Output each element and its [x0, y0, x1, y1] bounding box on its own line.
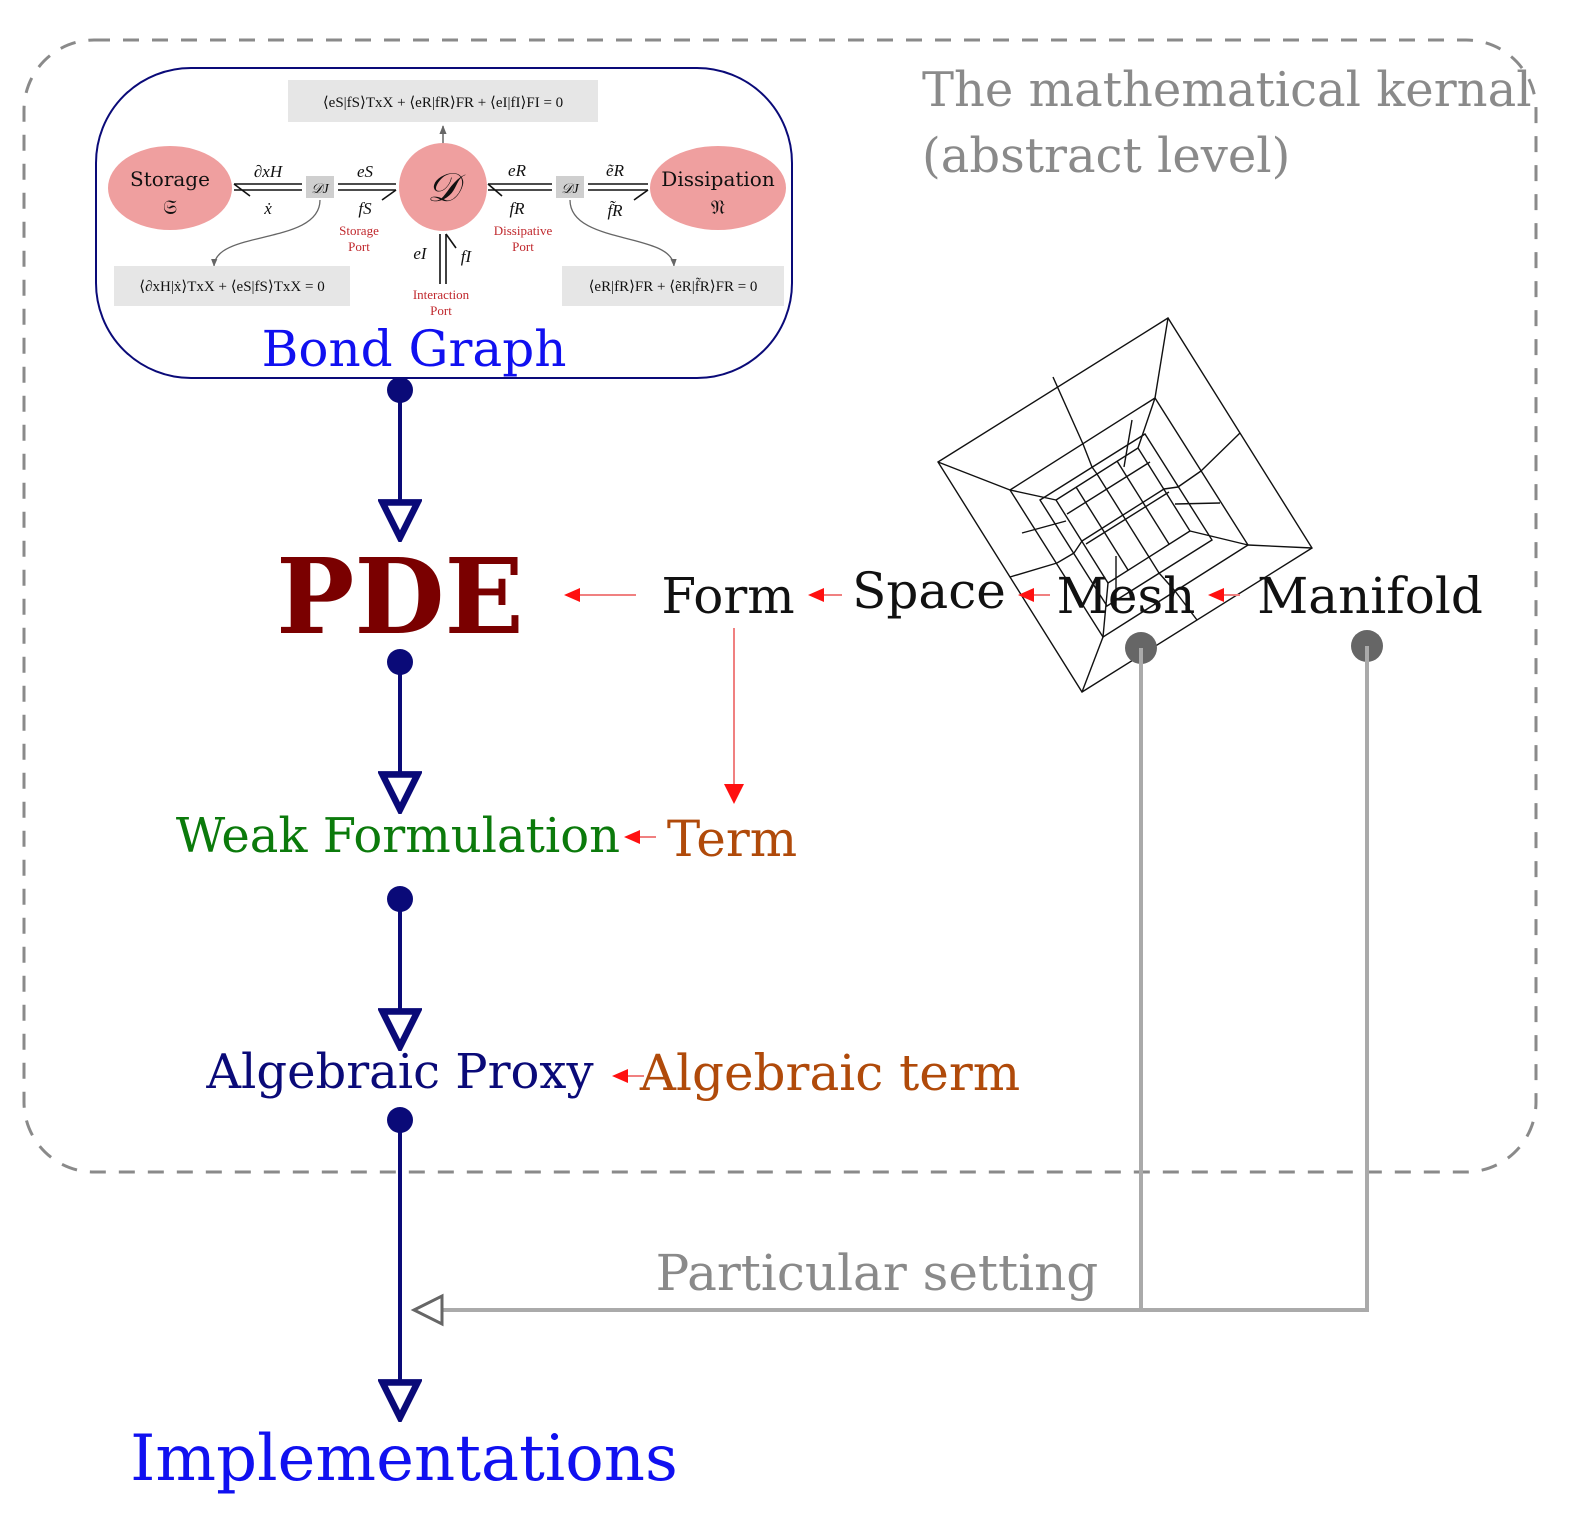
bond-left-flow: ẋ [263, 199, 272, 218]
arrow-form-to-pde-head [564, 588, 580, 602]
bond-dissipative-effort: eR [508, 161, 527, 180]
pde-label: PDE [276, 535, 524, 658]
kernel-title-line2: (abstract level) [922, 128, 1290, 184]
manifold-label: Manifold [1257, 567, 1483, 625]
arrow-manifold-to-mesh-head [1208, 588, 1224, 602]
power-balance-box [288, 80, 598, 122]
dj-box-right [556, 176, 584, 198]
main-chain [387, 377, 413, 1400]
storage-node [108, 146, 232, 230]
arrow-space-to-form-head [808, 588, 824, 602]
dj-box-left [306, 176, 334, 198]
arrow-mesh-to-space-head [1018, 588, 1034, 602]
bond-dj-dissipation [588, 183, 649, 201]
kernel-title-line1: The mathematical kernal [922, 62, 1532, 118]
bond-interaction-port [439, 233, 457, 284]
algebraic-proxy-label: Algebraic Proxy [205, 1044, 593, 1100]
storage-label: Storage [130, 167, 210, 191]
mesh-label: Mesh [1057, 567, 1196, 625]
storage-symbol: 𝔖 [163, 195, 177, 219]
bond-storage-effort: eS [357, 162, 374, 181]
arrow-algterm-to-proxy-head [612, 1069, 628, 1083]
weak-formulation-label: Weak Formulation [176, 808, 620, 864]
dj-right-symbol: 𝒟J [561, 182, 579, 197]
bond-right-flow: f̃R [607, 201, 623, 220]
dirac-structure-node [399, 143, 487, 231]
particular-setting-label: Particular setting [656, 1244, 1099, 1302]
bond-dissipative-port [487, 183, 552, 197]
dissipative-port-label-1: Dissipative [494, 223, 553, 238]
algebraic-term-label: Algebraic term [639, 1044, 1020, 1102]
bond-interaction-effort: eI [413, 244, 428, 263]
storage-balance-box [114, 266, 350, 306]
interaction-port-label-2: Port [430, 303, 452, 318]
dissipation-symbol: 𝔑 [711, 195, 725, 219]
term-label: Term [667, 810, 797, 868]
dissipation-balance-equation: ⟨eR|fR⟩FR + ⟨ẽR|f̃R⟩FR = 0 [589, 277, 758, 295]
mesh-wireframe-icon [937, 317, 1313, 693]
bond-storage-flow: fS [358, 199, 372, 218]
dissipation-balance-arrow [569, 199, 677, 267]
storage-port-label-2: Port [348, 239, 370, 254]
bond-dissipative-flow: fR [509, 199, 525, 218]
interaction-port-label-1: Interaction [413, 287, 470, 302]
implementations-label: Implementations [130, 1422, 678, 1496]
particular-setting-connector [410, 630, 1383, 1327]
kernel-boundary [22, 38, 1538, 1174]
bond-storage-port [338, 183, 397, 201]
bond-storage-dj [233, 183, 302, 197]
storage-balance-arrow [211, 199, 321, 267]
bond-graph-label: Bond Graph [262, 320, 567, 378]
dissipation-balance-box [562, 266, 784, 306]
power-balance-equation: ⟨eS|fS⟩TxX + ⟨eR|fR⟩FR + ⟨eI|fI⟩FI = 0 [323, 95, 563, 111]
space-label: Space [852, 562, 1006, 620]
dj-left-symbol: 𝒟J [311, 182, 329, 197]
bond-right-effort: ẽR [606, 161, 625, 180]
dissipation-label: Dissipation [661, 167, 775, 191]
storage-port-label-1: Storage [339, 223, 379, 238]
arrow-term-to-weak-head [624, 830, 640, 844]
dissipation-node [650, 146, 786, 230]
particular-setting-arrowhead [410, 1293, 444, 1327]
bond-left-effort: ∂xH [254, 162, 284, 181]
form-label: Form [661, 567, 794, 625]
bond-interaction-flow: fI [461, 247, 473, 266]
arrow-form-to-term-head [724, 784, 744, 804]
dissipative-port-label-2: Port [512, 239, 534, 254]
storage-balance-equation: ⟨∂xH|ẋ⟩TxX + ⟨eS|fS⟩TxX = 0 [139, 279, 324, 295]
